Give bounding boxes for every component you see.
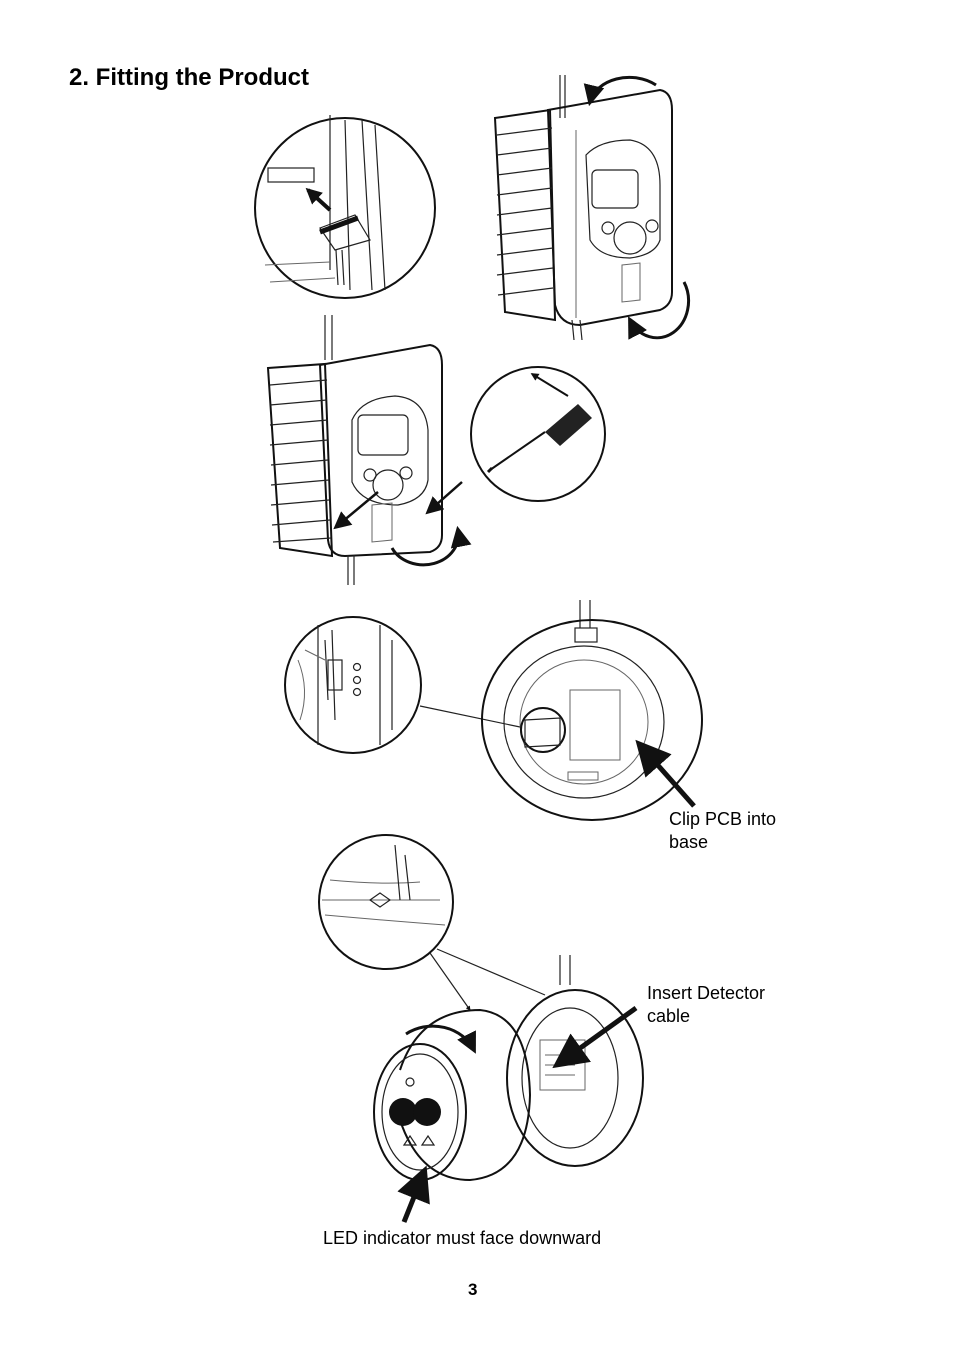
screwdriver-zoom (470, 366, 606, 502)
detector-base-rotate (493, 75, 691, 341)
caption-led-indicator: LED indicator must face downward (323, 1228, 602, 1248)
page-number: 3 (468, 1280, 478, 1299)
pcb-clip-zoom (284, 616, 521, 754)
caption-insert-cable: Insert Detector cable (647, 983, 766, 1026)
caption-clip-pcb: Clip PCB into base (669, 809, 777, 852)
latch-detail-zoom (254, 115, 436, 299)
detector-head-assembly (373, 955, 644, 1223)
section-title: 2. Fitting the Product (69, 64, 309, 91)
round-base-pcb (481, 600, 703, 821)
alignment-marker-zoom (318, 834, 546, 1011)
detector-base-screws (266, 315, 472, 585)
